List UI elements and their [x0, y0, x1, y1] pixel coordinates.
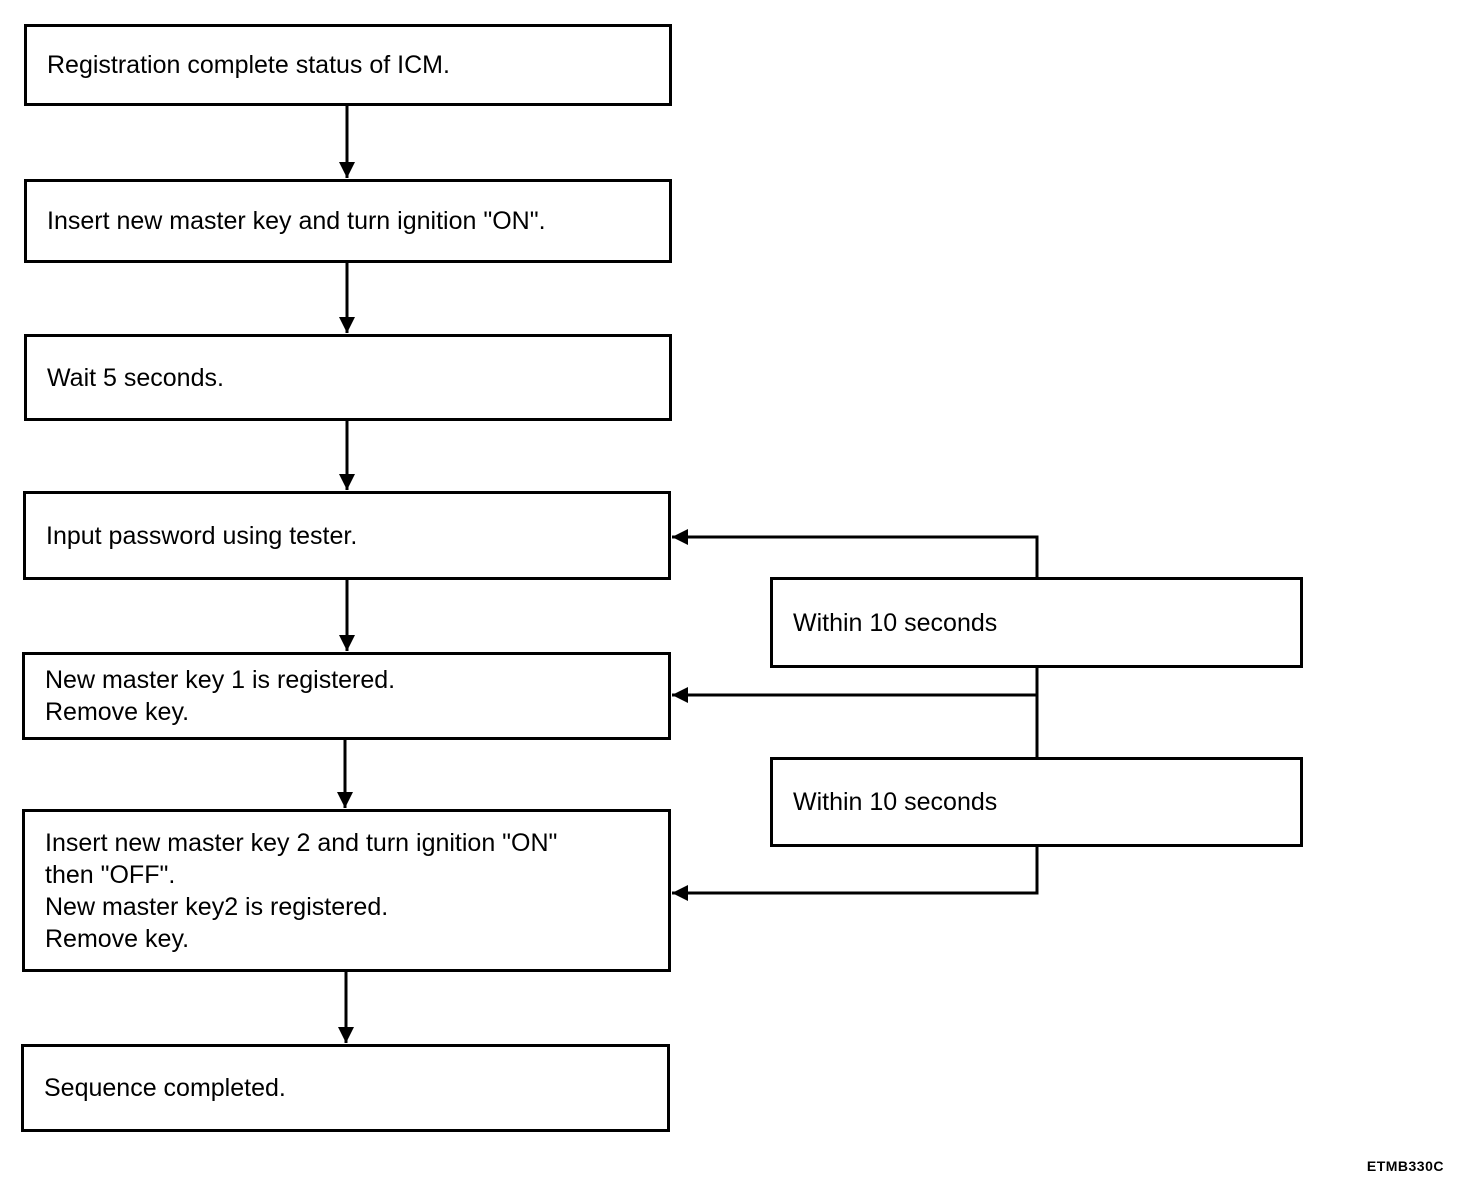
step-2-box: Insert new master key and turn ignition …	[24, 179, 672, 263]
step-5-box: New master key 1 is registered. Remove k…	[22, 652, 671, 740]
timer-1-box: Within 10 seconds	[770, 577, 1303, 668]
step-5-text-line-1: New master key 1 is registered.	[45, 666, 396, 694]
step-1-box: Registration complete status of ICM.	[24, 24, 672, 106]
step-6-text-line-3: New master key2 is registered.	[45, 892, 389, 921]
step-6-box: Insert new master key 2 and turn ignitio…	[22, 809, 671, 972]
step-6-text-line-4: Remove key.	[45, 924, 190, 953]
step-6-text-line-1: Insert new master key 2 and turn ignitio…	[45, 828, 558, 857]
step-7-box: Sequence completed.	[21, 1044, 670, 1132]
step-7-text: Sequence completed.	[44, 1074, 286, 1102]
step-4-box: Input password using tester.	[23, 491, 671, 580]
timer-2-text: Within 10 seconds	[793, 788, 998, 816]
timer-2-box: Within 10 seconds	[770, 757, 1303, 847]
step-6-text-line-2: then "OFF".	[45, 860, 176, 889]
loop-to-step6	[672, 846, 1039, 901]
step-5-text-line-2: Remove key.	[45, 698, 190, 726]
step-3-text: Wait 5 seconds.	[47, 363, 224, 392]
step-1-text: Registration complete status of ICM.	[47, 51, 450, 79]
figure-code: ETMB330C	[1366, 1158, 1444, 1174]
step-4-text: Input password using tester.	[46, 521, 358, 550]
loop-to-step4	[672, 529, 1039, 578]
step-3-box: Wait 5 seconds.	[24, 334, 672, 421]
timer-1-text: Within 10 seconds	[793, 608, 998, 637]
step-2-text: Insert new master key and turn ignition …	[47, 207, 546, 235]
